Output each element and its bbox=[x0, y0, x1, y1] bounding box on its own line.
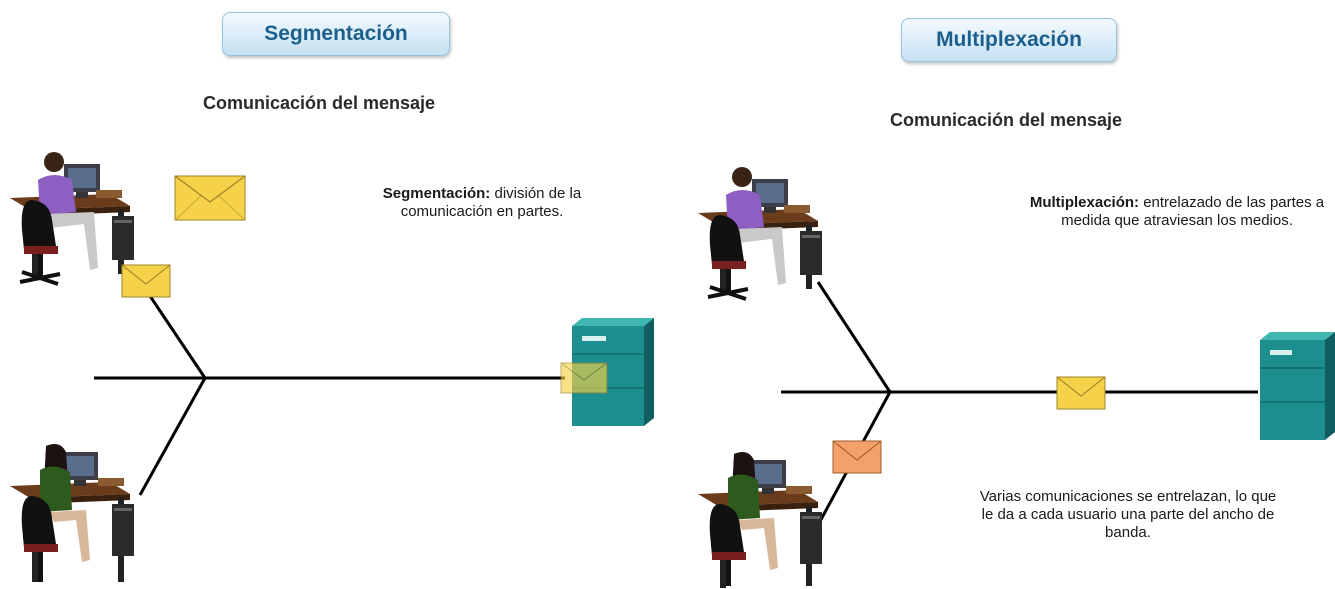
message-envelope-icon bbox=[1056, 376, 1106, 410]
computer-user-icon bbox=[10, 444, 134, 582]
segmentation-note-term: Segmentación: bbox=[382, 185, 491, 202]
message-envelope-icon bbox=[121, 264, 171, 298]
segmentation-title-button[interactable]: Segmentación bbox=[222, 12, 450, 56]
network-links bbox=[781, 281, 1258, 526]
upper-branch-link bbox=[146, 292, 207, 379]
multiplexing-subtitle: Comunicación del mensaje bbox=[890, 110, 1123, 130]
multiplexing-diagram bbox=[698, 167, 1335, 588]
message-envelope-icon bbox=[174, 175, 246, 221]
server-icon bbox=[1260, 332, 1335, 440]
lower-branch-link bbox=[138, 377, 207, 496]
upper-branch-link bbox=[816, 281, 892, 393]
multiplexing-note: Multiplexación: entrelazado de las parte… bbox=[1012, 194, 1335, 230]
message-envelope-icon bbox=[832, 440, 882, 474]
message-envelope-icon bbox=[560, 362, 608, 394]
multiplexing-panel: Multiplexación Comunicación del mensaje … bbox=[668, 0, 1335, 589]
multiplexing-note-text: entrelazado de las partes a medida que a… bbox=[1061, 194, 1325, 229]
multiplexing-note-term: Multiplexación: bbox=[1029, 194, 1140, 211]
segmentation-panel: Segmentación Comunicación del mensaje Se… bbox=[10, 12, 654, 582]
bandwidth-note: Varias comunicaciones se entrelazan, lo … bbox=[979, 488, 1277, 541]
computer-user-icon bbox=[698, 167, 822, 301]
multiplexing-title-button[interactable]: Multiplexación bbox=[901, 18, 1117, 62]
network-links bbox=[94, 292, 565, 496]
segmentation-subtitle: Comunicación del mensaje bbox=[203, 93, 436, 113]
computer-user-icon bbox=[10, 152, 134, 286]
segmentation-diagram bbox=[10, 152, 654, 582]
computer-user-icon bbox=[698, 452, 822, 588]
segmentation-note-text: división de la comunicación en partes. bbox=[400, 185, 582, 220]
segmentation-note: Segmentación: división de la comunicació… bbox=[352, 185, 612, 221]
